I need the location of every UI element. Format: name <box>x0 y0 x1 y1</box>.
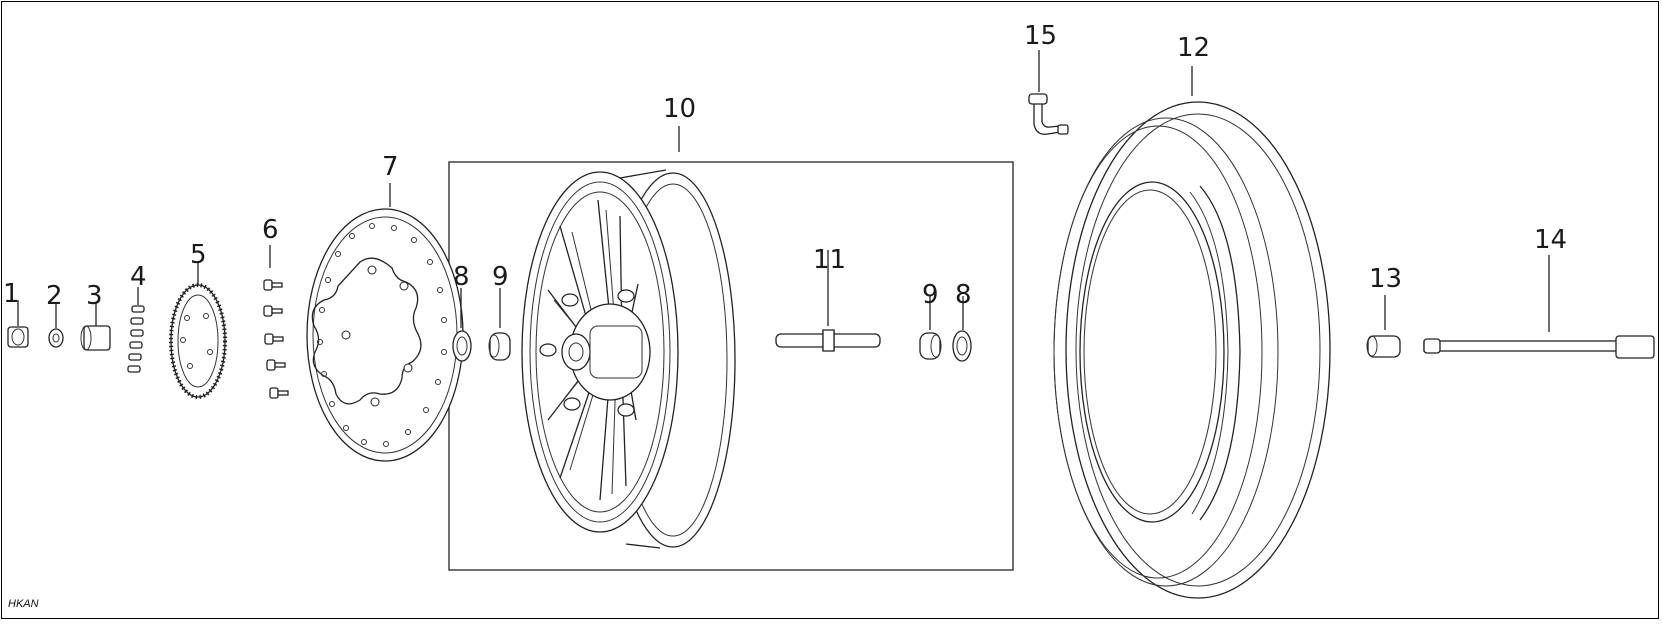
part-5-ring <box>169 263 227 399</box>
diagram-code: HKAN <box>8 598 39 610</box>
part-6-disc-bolts <box>263 245 289 399</box>
part-8-seal-right <box>952 296 972 362</box>
part-2-washer <box>48 303 64 348</box>
callout-8-right: 8 <box>955 280 972 310</box>
part-9-bearing-right <box>919 296 942 360</box>
callout-1: 1 <box>3 279 20 309</box>
callout-14: 14 <box>1534 225 1567 255</box>
callout-9-left: 9 <box>492 262 509 292</box>
part-12-tyre <box>1053 66 1331 599</box>
part-8-seal-left <box>452 288 472 362</box>
part-11-spacer <box>775 250 881 352</box>
part-14-axle <box>1423 255 1655 359</box>
callout-6: 6 <box>262 215 279 245</box>
callout-9-right: 9 <box>922 280 939 310</box>
callout-3: 3 <box>86 281 103 311</box>
part-7-brake-disc <box>306 183 464 462</box>
part-10-rim <box>521 126 736 549</box>
callout-12: 12 <box>1177 33 1210 63</box>
callout-2: 2 <box>46 281 63 311</box>
callout-13: 13 <box>1369 264 1402 294</box>
callout-10: 10 <box>663 94 696 124</box>
callout-11: 11 <box>813 245 846 275</box>
callout-4: 4 <box>130 262 147 292</box>
part-15-valve <box>1028 50 1069 135</box>
callout-7: 7 <box>382 152 399 182</box>
callout-5: 5 <box>190 240 207 270</box>
callout-8-left: 8 <box>453 262 470 292</box>
callout-15: 15 <box>1024 21 1057 51</box>
part-1-nut <box>7 300 29 348</box>
part-13-collar <box>1366 295 1401 358</box>
part-3-collar <box>80 303 111 351</box>
part-9-bearing-left <box>488 288 511 361</box>
part-4-bolts <box>127 287 145 373</box>
